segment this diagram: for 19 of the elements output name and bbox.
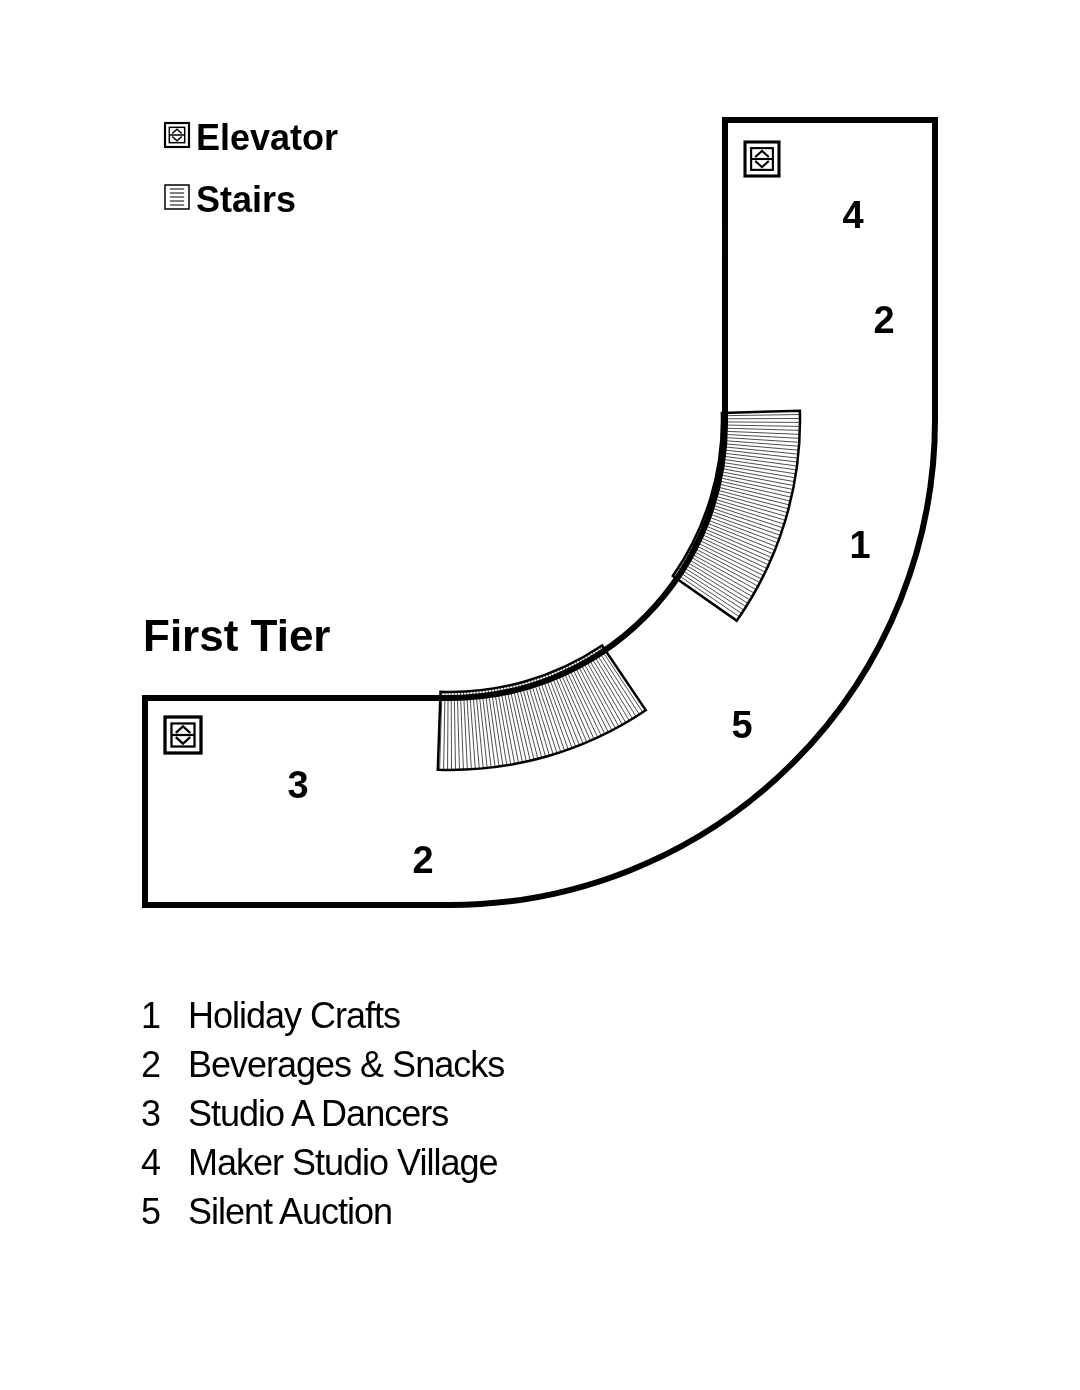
zone-number: 3: [287, 766, 309, 804]
key-number: 2: [141, 1047, 162, 1083]
key-number: 3: [141, 1096, 162, 1132]
zone-number: 1: [849, 526, 871, 564]
legend-label: Stairs: [196, 182, 297, 218]
key-number: 4: [141, 1145, 162, 1181]
key-description: Studio A Dancers: [188, 1096, 449, 1132]
key-number: 1: [141, 998, 162, 1034]
floor-title: First Tier: [143, 614, 331, 658]
key-description: Beverages & Snacks: [188, 1047, 505, 1083]
zone-number: 4: [842, 196, 864, 234]
key-description: Maker Studio Village: [188, 1145, 498, 1181]
key-description: Holiday Crafts: [188, 998, 401, 1034]
zone-number: 2: [873, 301, 895, 339]
legend-label: Elevator: [196, 120, 339, 156]
key-description: Silent Auction: [188, 1194, 393, 1230]
zone-number: 5: [731, 706, 753, 744]
key-number: 5: [141, 1194, 162, 1230]
zone-number: 2: [412, 841, 434, 879]
